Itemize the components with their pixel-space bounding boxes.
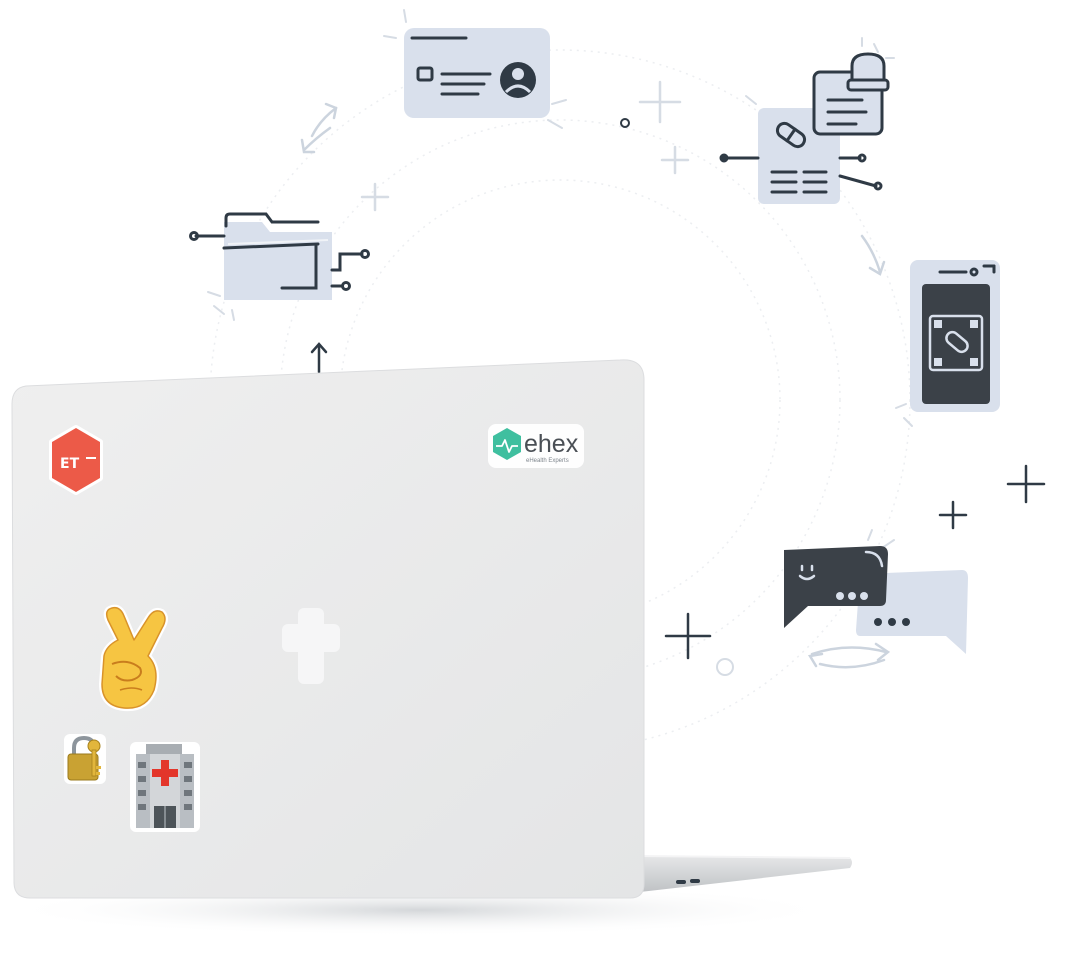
arrow-up-icon (310, 342, 328, 374)
folder-network-icon (189, 212, 370, 321)
smartphone-qr-code-icon (895, 260, 1000, 427)
chat-bubbles-icon (784, 529, 968, 669)
laptop-base (639, 855, 852, 892)
prescription-notification-icon (719, 37, 895, 204)
plus-sign-icon (360, 80, 690, 212)
hospital-icon (130, 742, 200, 832)
et-sticker-text: ET (60, 456, 80, 472)
dot-icon (716, 658, 734, 676)
swap-arrows-icon (300, 102, 338, 154)
victory-hand-icon (99, 604, 168, 712)
dot-icon (620, 118, 630, 128)
plus-sign-icon (664, 464, 1046, 660)
padlock-key-icon (64, 734, 106, 784)
medical-cross-icon (282, 608, 340, 684)
arrow-icon (860, 234, 882, 274)
ehex-sticker: ehex eHealth Experts (488, 424, 584, 468)
ehex-wordmark: ehex (524, 430, 579, 458)
arrow-icon (868, 260, 886, 276)
ehex-tagline: eHealth Experts (526, 458, 569, 464)
id-card-icon (383, 9, 567, 129)
et-sticker: ET (49, 425, 103, 495)
